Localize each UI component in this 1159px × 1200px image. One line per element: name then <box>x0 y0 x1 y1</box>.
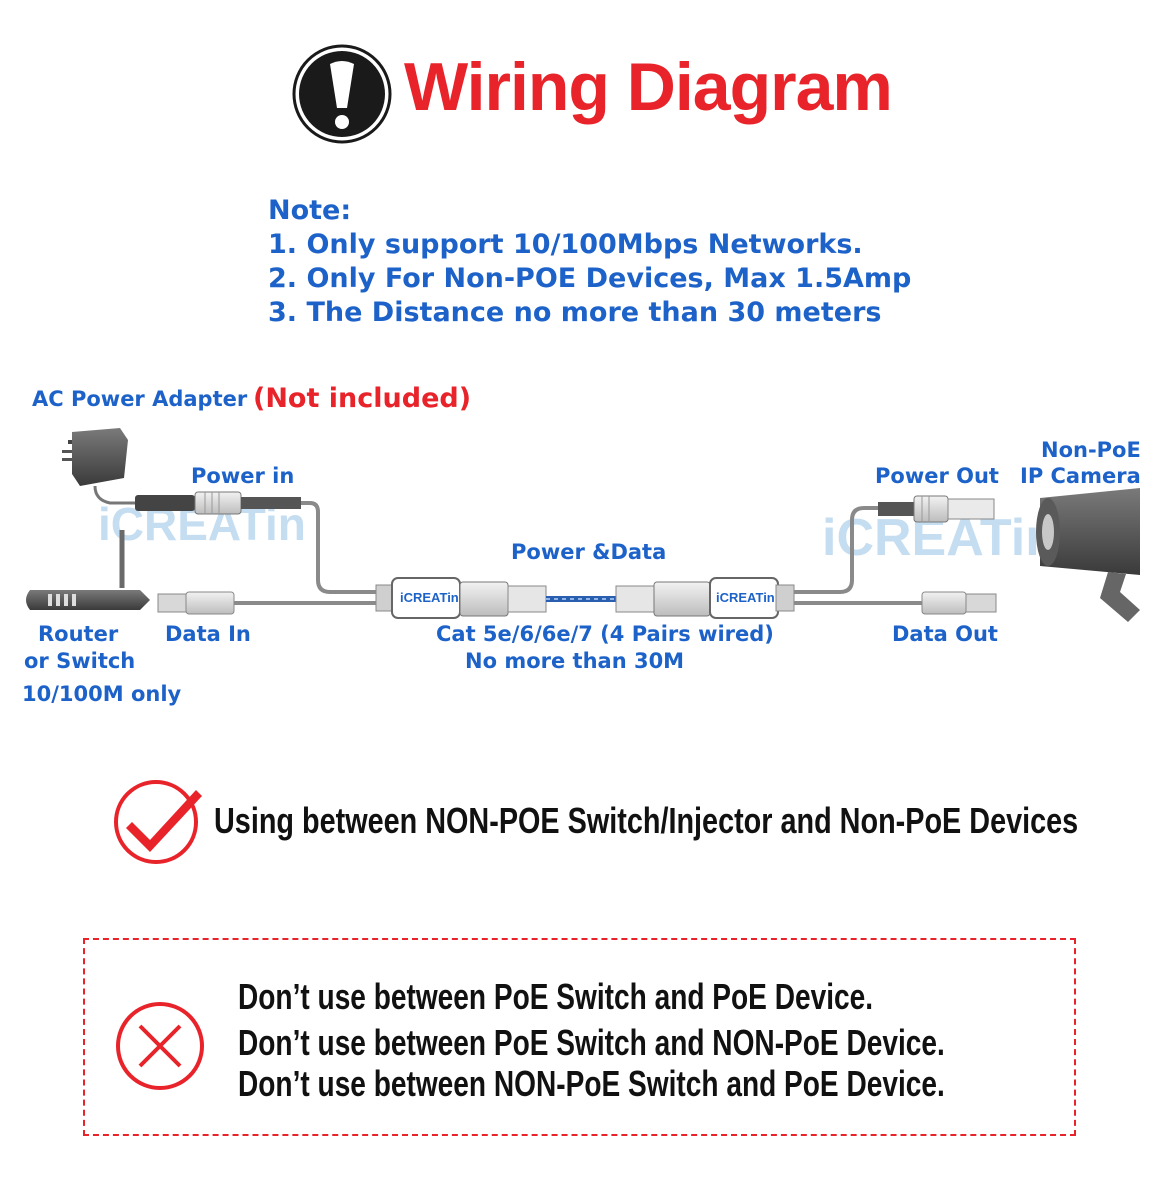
splitter-brand: iCREATin <box>400 590 459 605</box>
power-out-label: Power Out <box>875 464 999 488</box>
ethernet-cable <box>507 585 655 613</box>
notes-heading: Note: <box>268 195 352 226</box>
data-out-label: Data Out <box>892 622 998 646</box>
dc-plug-in-icon <box>135 491 378 594</box>
note-item: 1. Only support 10/100Mbps Networks. <box>268 229 863 260</box>
camera-label-line2: IP Camera <box>1020 464 1141 488</box>
router-label-line1: Router <box>38 622 119 646</box>
splitter-right: iCREATin <box>653 577 795 619</box>
router-icon <box>26 530 150 610</box>
cable-label-line2: No more than 30M <box>465 649 685 673</box>
rj45-data-in-icon <box>157 591 378 615</box>
note-item: 3. The Distance no more than 30 meters <box>268 297 882 328</box>
not-included-label: (Not included) <box>253 383 472 414</box>
wiring-diagram: iCREATin iCREATin iCRE <box>26 428 1140 622</box>
wrong-usage-line: Don’t use between PoE Switch and PoE Dev… <box>238 976 874 1017</box>
ac-adapter-icon <box>62 428 135 505</box>
data-in-label: Data In <box>165 622 251 646</box>
cross-icon <box>116 1002 204 1090</box>
camera-label-line1: Non-PoE <box>1041 438 1141 462</box>
dc-plug-out-icon <box>794 495 995 594</box>
cable-label-line1: Cat 5e/6/6e/7 (4 Pairs wired) <box>436 622 774 646</box>
power-in-label: Power in <box>191 464 295 488</box>
correct-usage-text: Using between NON-POE Switch/Injector an… <box>214 800 1079 841</box>
warning-box <box>83 938 1076 1136</box>
router-label-line3: 10/100M only <box>22 682 182 706</box>
page-title: Wiring Diagram <box>404 49 893 125</box>
exclamation-icon <box>292 44 392 144</box>
wrong-usage-line: Don’t use between NON-PoE Switch and PoE… <box>238 1063 945 1104</box>
splitter-left: iCREATin <box>375 577 509 619</box>
splitter-brand: iCREATin <box>716 590 775 605</box>
ac-adapter-label: AC Power Adapter <box>32 387 248 411</box>
router-label-line2: or Switch <box>24 649 136 673</box>
wrong-usage-line: Don’t use between PoE Switch and NON-PoE… <box>238 1022 945 1063</box>
rj45-data-out-icon <box>794 591 997 615</box>
note-item: 2. Only For Non-POE Devices, Max 1.5Amp <box>268 263 912 294</box>
power-data-label: Power &Data <box>511 540 667 564</box>
notes-block: Note: 1. Only support 10/100Mbps Network… <box>268 194 911 330</box>
checkmark-icon <box>114 780 202 864</box>
ip-camera-icon <box>1036 488 1140 622</box>
